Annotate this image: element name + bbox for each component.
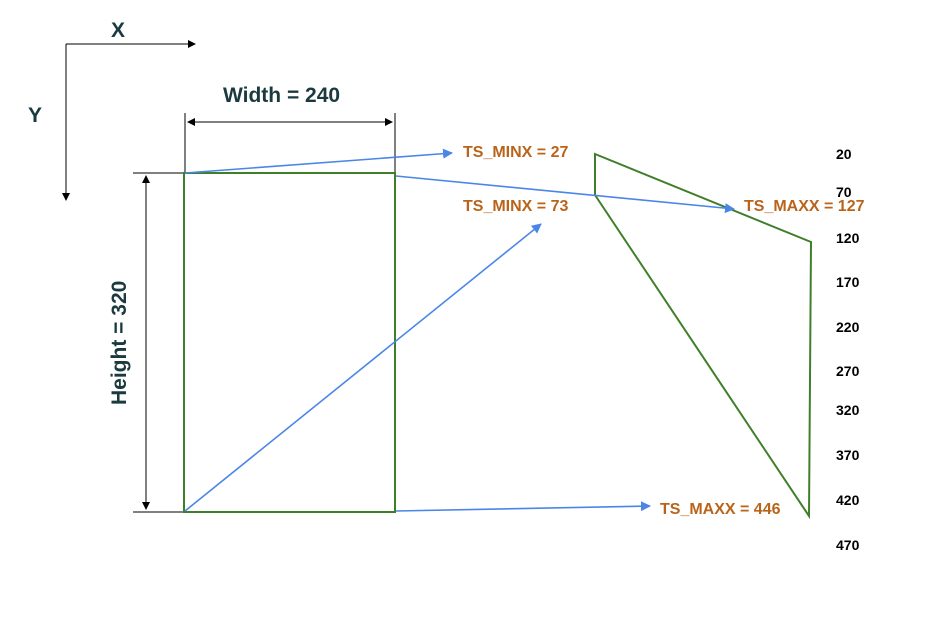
arrow-bottom-left-to-minx-mid xyxy=(184,223,542,512)
scale-label-220: 220 xyxy=(836,319,860,335)
scale-label-420: 420 xyxy=(836,492,860,508)
source-rectangle xyxy=(183,172,396,513)
scale-label-320: 320 xyxy=(836,402,860,418)
y-axis-label: Y xyxy=(28,104,42,127)
scale-label-70: 70 xyxy=(836,184,852,200)
ts-maxx-top-label: TS_MAXX = 127 xyxy=(744,198,865,215)
width-label: Width = 240 xyxy=(223,84,340,107)
scale-label-270: 270 xyxy=(836,363,860,379)
transformed-quadrilateral xyxy=(594,152,813,520)
ts-minx-top-label: TS_MINX = 27 xyxy=(463,144,568,161)
y-scale: 20 70 120 170 220 270 320 370 420 470 xyxy=(836,146,860,553)
ts-maxx-bottom-label: TS_MAXX = 446 xyxy=(660,501,781,518)
arrow-top-right-to-maxx-top xyxy=(395,175,735,214)
scale-label-20: 20 xyxy=(836,146,852,162)
height-label: Height = 320 xyxy=(108,281,131,405)
x-axis-label: X xyxy=(111,19,125,42)
scale-label-120: 120 xyxy=(836,230,860,246)
arrow-bottom-right-to-maxx-bottom xyxy=(395,501,651,512)
arrow-top-left-to-minx-top xyxy=(184,148,453,174)
ts-minx-mid-label: TS_MINX = 73 xyxy=(463,198,568,215)
scale-label-470: 470 xyxy=(836,537,860,553)
scale-label-170: 170 xyxy=(836,274,860,290)
scale-label-370: 370 xyxy=(836,447,860,463)
